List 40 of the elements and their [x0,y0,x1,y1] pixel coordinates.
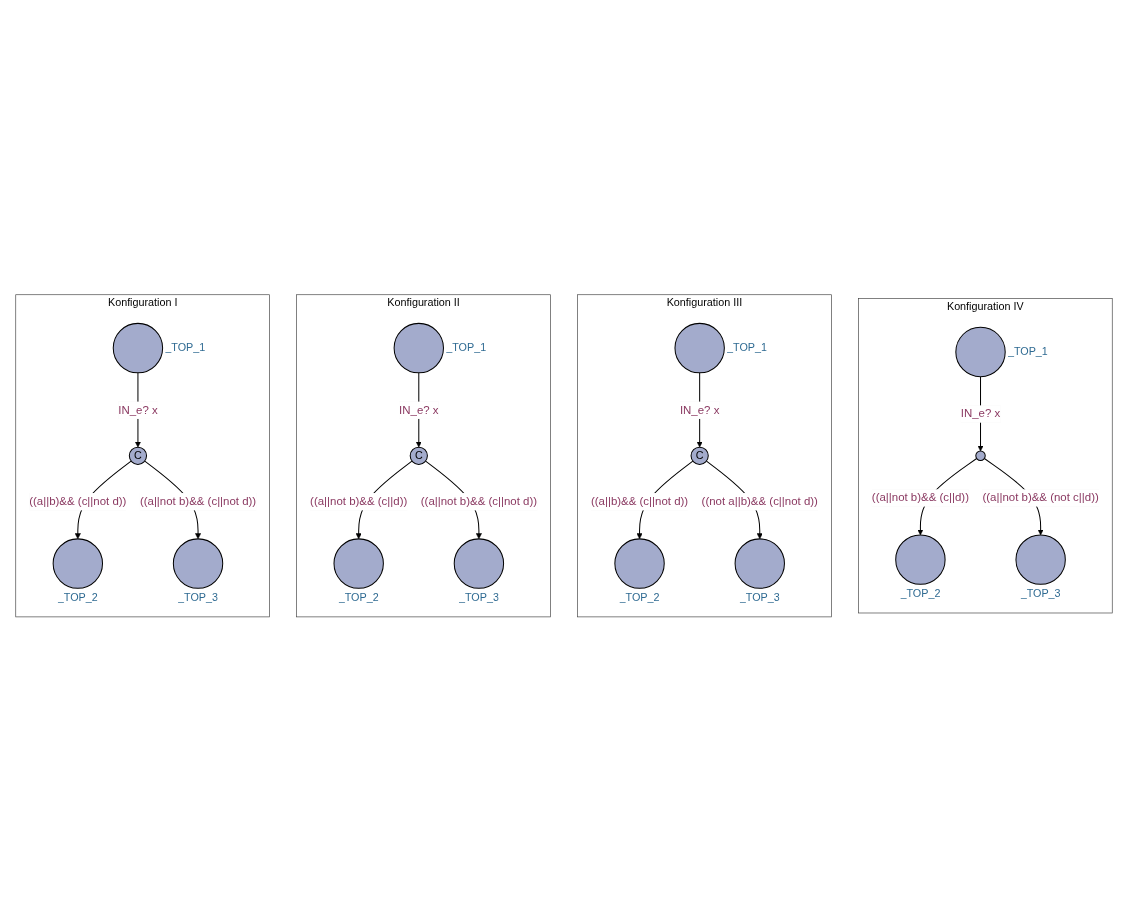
node-label: _TOP_1 [1007,345,1048,358]
node-label: _TOP_1 [726,341,767,354]
node-circle: C [409,446,428,465]
node-circle [1014,534,1066,585]
node-circle [52,538,103,589]
edge-label: ((a||b)&& (c||not d)) [28,494,126,508]
edge-label: IN_e? x [960,406,1000,420]
node-circle [333,538,384,589]
edge-label: ((a||not b)&& (c||d)) [309,494,407,508]
node-label: _TOP_2 [899,587,940,599]
edge-label: ((a||b)&& (c||not d)) [590,494,688,508]
node-circle: C [690,446,709,465]
node-circle [954,326,1006,377]
node-circle [112,322,163,373]
node-label: _TOP_3 [458,591,499,603]
node-label: _TOP_1 [164,341,205,354]
edge-label: IN_e? x [679,403,719,416]
node-circle: C [128,446,147,465]
node-circle [734,538,785,589]
node-circle [894,534,946,585]
node-circle [974,450,986,461]
edge-label: IN_e? x [398,403,439,416]
node-label: _TOP_2 [619,591,660,603]
edge-label: ((a||not b)&& (c||not d)) [139,494,256,508]
node-label: _TOP_2 [338,591,379,603]
node-label: _TOP_3 [177,591,218,603]
node-label: _TOP_1 [445,341,486,354]
node-label: _TOP_2 [57,591,98,603]
node-circle [172,538,223,589]
node-label: _TOP_3 [739,591,780,603]
edge-label: ((a||not b)&& (c||not d)) [420,494,537,508]
edge-label: ((a||not b)&& (c||d)) [871,490,969,504]
node-circle [393,322,444,373]
node-circle [673,322,725,373]
edge-label: ((a||not b)&& (not c||d)) [981,490,1099,504]
edge-label: ((not a||b)&& (c||not d)) [701,494,818,508]
edge-label: IN_e? x [117,403,158,416]
node-circle [613,538,665,589]
node-label: _TOP_3 [1020,587,1061,599]
node-circle [453,538,504,589]
